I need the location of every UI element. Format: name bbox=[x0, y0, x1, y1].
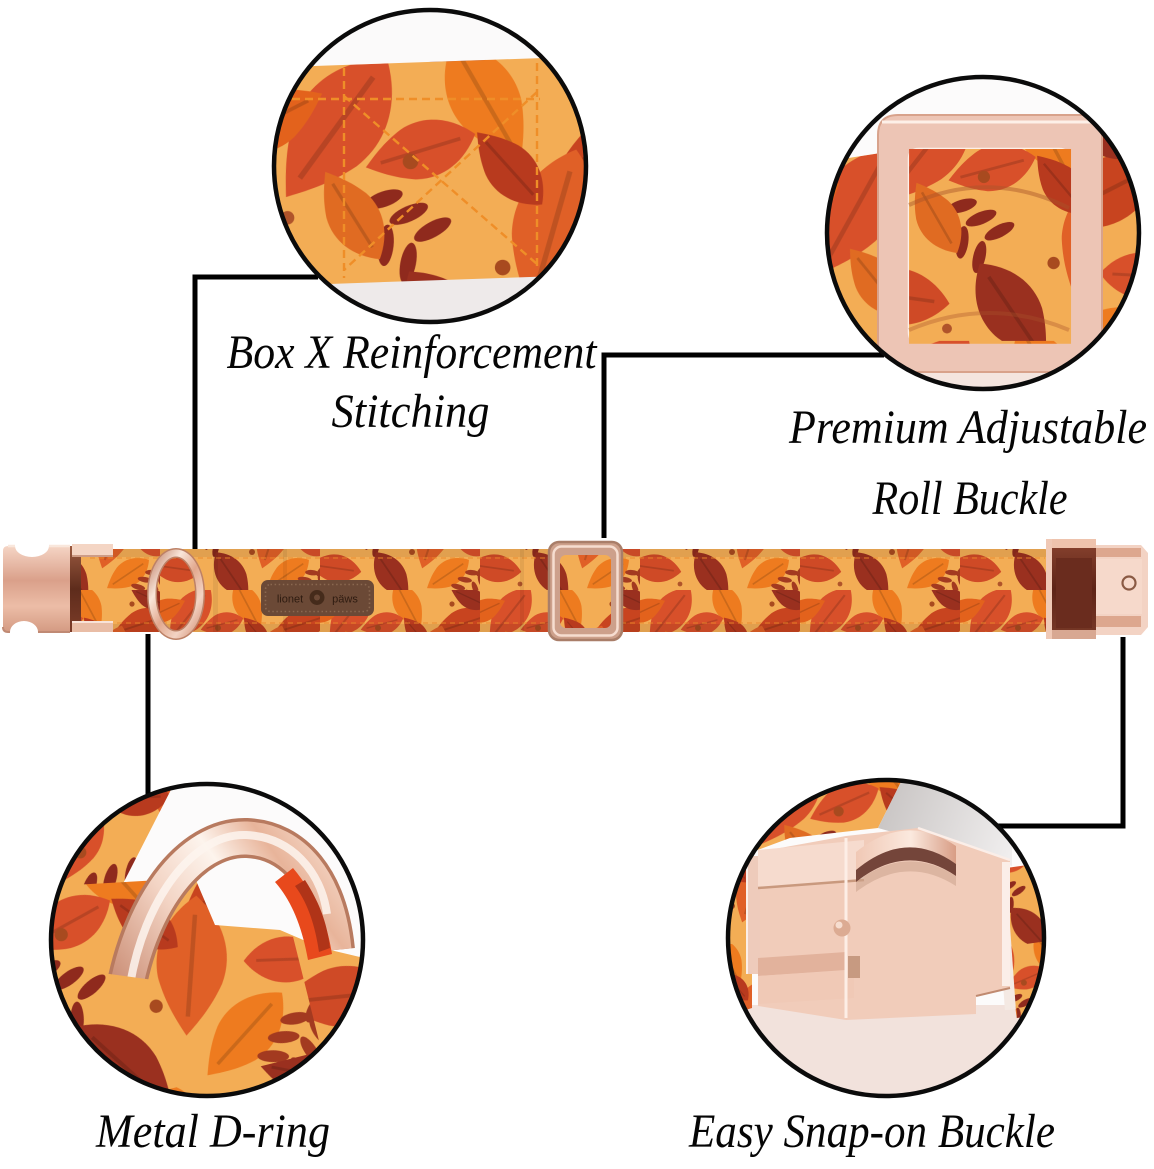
svg-text:Easy Snap-on Buckle: Easy Snap-on Buckle bbox=[688, 1105, 1055, 1158]
svg-text:Metal D-ring: Metal D-ring bbox=[95, 1105, 330, 1158]
svg-text:Premium Adjustable: Premium Adjustable bbox=[788, 401, 1147, 454]
svg-text:päws: päws bbox=[332, 594, 358, 606]
svg-text:lionet: lionet bbox=[277, 594, 303, 606]
svg-text:Box X Reinforcement: Box X Reinforcement bbox=[227, 326, 599, 379]
svg-text:Stitching: Stitching bbox=[332, 385, 490, 438]
svg-text:Roll Buckle: Roll Buckle bbox=[872, 472, 1068, 525]
